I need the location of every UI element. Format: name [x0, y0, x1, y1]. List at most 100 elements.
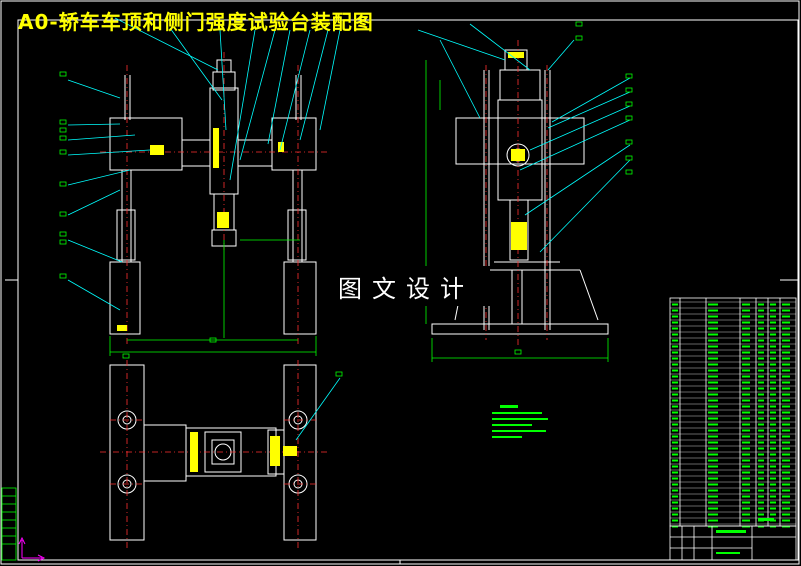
parts-list-cell-text [770, 357, 776, 360]
parts-list-cell-text [708, 525, 718, 528]
parts-list-cell-text [782, 375, 790, 378]
side-view-leaders [417, 23, 631, 253]
parts-list-cell-text [782, 441, 790, 444]
parts-list-cell-text [782, 357, 790, 360]
parts-list-cell-text [708, 423, 718, 426]
parts-list-cell-text [672, 399, 678, 402]
parts-list-cell-text [758, 321, 764, 324]
parts-list-cell-text [782, 459, 790, 462]
parts-list-cell-text [742, 357, 750, 360]
parts-list-cell-text [742, 345, 750, 348]
title-block-fills [716, 518, 774, 554]
parts-list-cell-text [672, 519, 678, 522]
parts-list-cell-text [742, 441, 750, 444]
parts-list-cell-text [782, 381, 790, 384]
parts-list-cell-text [742, 387, 750, 390]
parts-list-cell-text [770, 423, 776, 426]
parts-list-cell-text [672, 501, 678, 504]
watermark-label: 图文设计 [322, 266, 490, 306]
parts-list-cell-text [742, 303, 750, 306]
parts-list-cell-text [708, 327, 718, 330]
parts-list-cell-text [770, 459, 776, 462]
parts-list-cell-text [782, 303, 790, 306]
parts-list-cell-text [708, 441, 718, 444]
parts-list-cell-text [708, 465, 718, 468]
parts-list-cell-text [770, 345, 776, 348]
parts-list-cell-text [758, 483, 764, 486]
parts-list-cell-text [742, 453, 750, 456]
parts-list-cell-text [708, 405, 718, 408]
parts-list-cell-text [672, 483, 678, 486]
ucs-axis-icon [18, 536, 46, 562]
parts-list-cell-text [672, 351, 678, 354]
parts-list-cell-text [672, 381, 678, 384]
parts-list-cell-text [782, 363, 790, 366]
parts-list-cell-text [770, 333, 776, 336]
parts-list-cell-text [770, 399, 776, 402]
front-view-dimensions [109, 239, 317, 356]
parts-list-cell-text [758, 327, 764, 330]
front-view-balloons [59, 71, 130, 359]
parts-list-cell-text [672, 447, 678, 450]
parts-list-cell-text [770, 483, 776, 486]
parts-list-cell-text [782, 507, 790, 510]
parts-list-cell-text [672, 315, 678, 318]
parts-list-cell-text [782, 411, 790, 414]
parts-list-cell-text [672, 453, 678, 456]
parts-list-cell-text [672, 429, 678, 432]
parts-list-cell-text [758, 417, 764, 420]
parts-list-cell-text [758, 375, 764, 378]
parts-list-cell-text [708, 357, 718, 360]
parts-list-cell-text [770, 405, 776, 408]
parts-list-cell-text [758, 315, 764, 318]
parts-list-cell-text [782, 423, 790, 426]
parts-list-cell-text [742, 375, 750, 378]
side-view-dimensions [425, 60, 609, 362]
parts-list-cell-text [782, 513, 790, 516]
parts-list-cell-text [708, 471, 718, 474]
parts-list-cell-text [782, 483, 790, 486]
parts-list-cell-text [742, 327, 750, 330]
parts-list-cell-text [672, 339, 678, 342]
parts-list-cell-text [782, 387, 790, 390]
parts-list-cell-text [782, 309, 790, 312]
parts-list-cell-text [708, 495, 718, 498]
parts-list-cell-text [708, 303, 718, 306]
parts-list-cell-text [672, 489, 678, 492]
parts-list-cell-text [758, 411, 764, 414]
parts-list-cell-text [758, 429, 764, 432]
parts-list-cell-text [708, 399, 718, 402]
parts-list-cell-text [672, 507, 678, 510]
parts-list-cell-text [708, 351, 718, 354]
parts-list-cell-text [770, 309, 776, 312]
left-stamp-block [1, 487, 17, 561]
parts-list-cell-text [742, 417, 750, 420]
parts-list-cell-text [758, 333, 764, 336]
parts-list-cell-text [708, 309, 718, 312]
parts-list-cell-text [742, 423, 750, 426]
parts-list-cell-text [742, 381, 750, 384]
parts-list-cell-text [770, 363, 776, 366]
parts-list-cell-text [770, 321, 776, 324]
parts-list-cell-text [782, 429, 790, 432]
parts-list-cell-text [708, 513, 718, 516]
parts-list-cell-text [758, 351, 764, 354]
parts-list-cell-text [672, 411, 678, 414]
parts-list-cell-text [782, 333, 790, 336]
parts-list-cell-text [770, 441, 776, 444]
parts-list-cell-text [708, 417, 718, 420]
parts-list-cell-text [708, 477, 718, 480]
parts-list-cell-text [672, 459, 678, 462]
parts-list-cell-text [770, 435, 776, 438]
parts-list-cell-text [770, 525, 776, 528]
parts-list-cell-text [782, 399, 790, 402]
parts-list-cell-text [672, 375, 678, 378]
parts-list-cell-text [708, 387, 718, 390]
parts-list-cell-text [742, 483, 750, 486]
parts-list-cell-text [770, 471, 776, 474]
parts-list-cell-text [672, 345, 678, 348]
parts-list-cell-text [782, 495, 790, 498]
parts-list-cell-text [782, 321, 790, 324]
